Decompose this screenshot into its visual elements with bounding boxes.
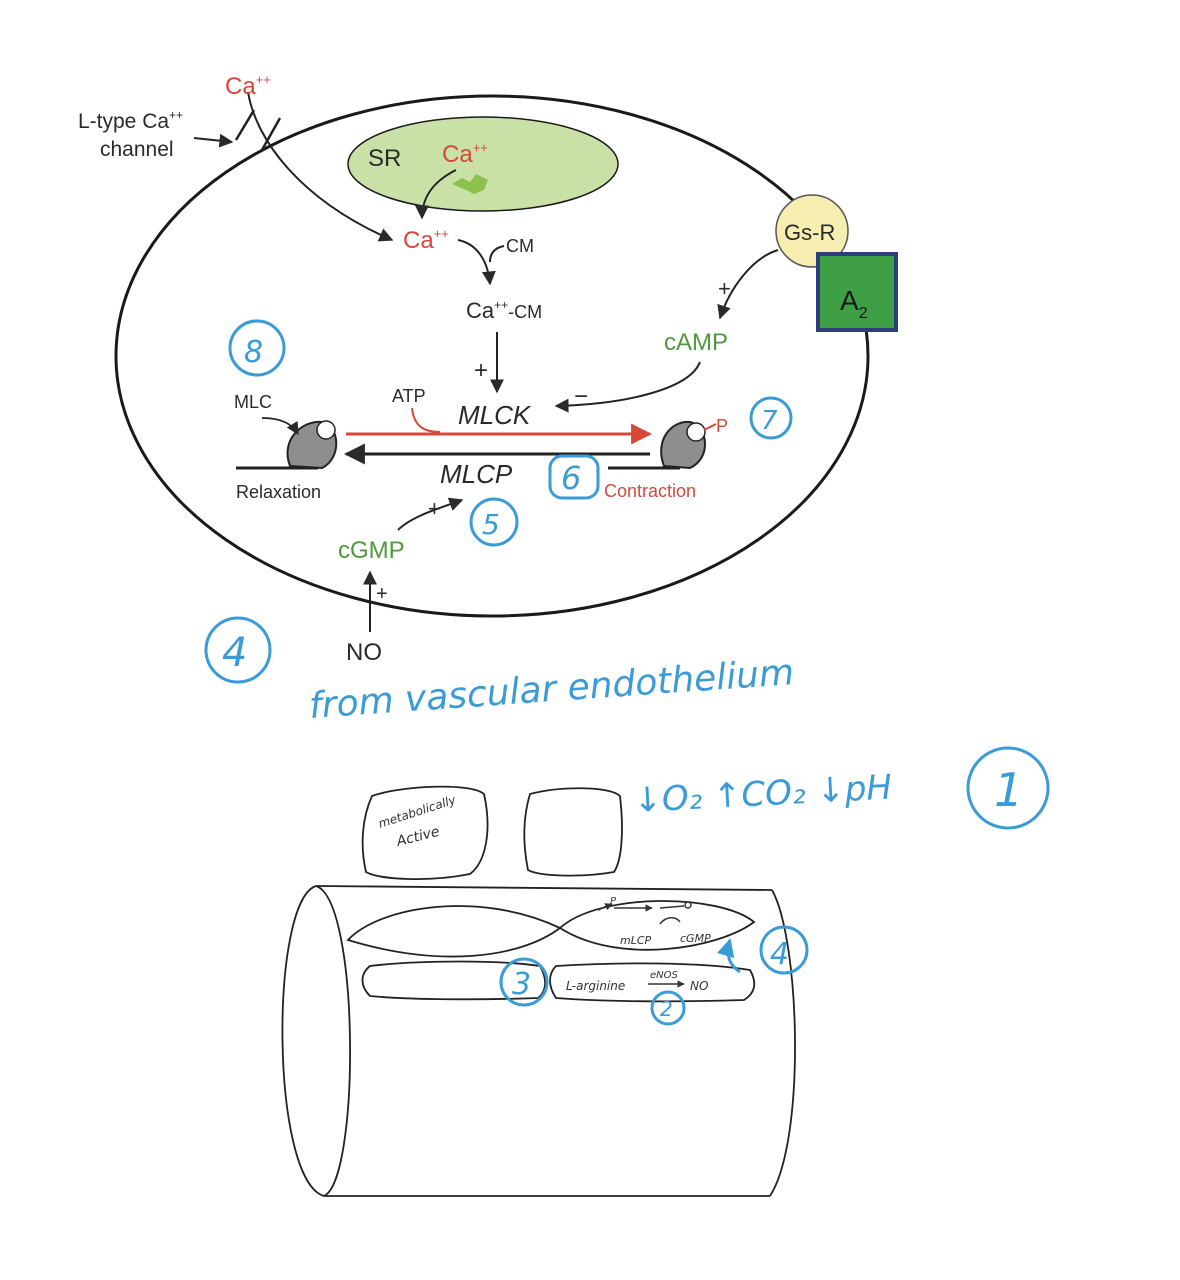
camp-plus: + bbox=[718, 276, 731, 301]
l-type-label: L-type Ca++ bbox=[78, 108, 183, 133]
endothelial-cell-right bbox=[549, 962, 756, 1003]
vessel-sketch bbox=[281, 785, 796, 1197]
annotation-1: 1 bbox=[994, 763, 1023, 817]
sketch-mlcp: mLCP bbox=[620, 934, 652, 947]
mlcp-label: MLCP bbox=[440, 459, 513, 489]
sketch-phosphate: P bbox=[610, 896, 617, 907]
ca-cm-label: Ca++-CM bbox=[466, 298, 542, 323]
cgmp-plus: + bbox=[376, 583, 388, 605]
a2-label: A2 bbox=[840, 285, 868, 322]
smooth-muscle-cell-left bbox=[346, 905, 562, 958]
annotation-8: 8 bbox=[244, 335, 263, 370]
cm-label: CM bbox=[506, 236, 534, 256]
sketch-circle-3 bbox=[499, 957, 549, 1007]
annotation-5: 5 bbox=[482, 508, 500, 541]
atp-label: ATP bbox=[392, 386, 426, 406]
smooth-muscle-cell-right bbox=[558, 900, 756, 951]
gs-receptor bbox=[775, 194, 849, 268]
gs-r-label: Gs-R bbox=[784, 220, 835, 245]
sketch-no: NO bbox=[690, 979, 708, 993]
mlck-plus: + bbox=[474, 357, 488, 384]
annotation-circle-8 bbox=[228, 319, 286, 377]
mlck-minus: − bbox=[574, 383, 588, 410]
annotation-circle-7 bbox=[749, 396, 793, 440]
phosphate-label: P bbox=[716, 416, 728, 436]
sketch-circle-4 bbox=[759, 925, 809, 975]
sketch-metabolically: metabolically bbox=[377, 792, 459, 830]
sarcoplasmic-reticulum bbox=[347, 116, 619, 212]
sr-ca-channel-icon bbox=[452, 174, 488, 194]
annotation-7: 7 bbox=[761, 406, 778, 436]
sketch-cgmp: cGMP bbox=[680, 932, 711, 945]
endothelial-cell-left bbox=[361, 960, 546, 1001]
metabolic-cell-box bbox=[361, 785, 489, 880]
sketch-annotation-4: 4 bbox=[770, 937, 789, 972]
sketch-annotation-3: 3 bbox=[512, 967, 531, 1002]
camp-label: cAMP bbox=[664, 329, 728, 356]
mlcp-plus: + bbox=[428, 496, 441, 521]
vessel-opening bbox=[281, 885, 351, 1197]
annotation-circle-5 bbox=[469, 497, 519, 547]
vessel-top-line bbox=[315, 885, 773, 891]
cell-membrane bbox=[114, 94, 870, 618]
sketch-active: Active bbox=[394, 824, 441, 850]
annotation-circle-4 bbox=[204, 616, 272, 684]
sketch-no-to-cgmp-arrow bbox=[716, 938, 741, 974]
channel-label: channel bbox=[100, 138, 174, 161]
ca-cytosol-label: Ca++ bbox=[403, 226, 449, 254]
mlc-phosphorylated-icon bbox=[608, 420, 717, 470]
l-type-channel bbox=[193, 91, 394, 242]
a2-receptor-box bbox=[816, 252, 898, 332]
sketch-annotation-2: 2 bbox=[660, 997, 673, 1021]
annotation-6: 6 bbox=[561, 459, 581, 497]
relaxation-label: Relaxation bbox=[236, 482, 321, 502]
annotation-gas-change: ↓O₂ ↑CO₂ ↓pH bbox=[632, 767, 893, 820]
annotation-4: 4 bbox=[222, 630, 247, 676]
annotation-circle-1 bbox=[966, 746, 1050, 830]
mlc-relaxed-icon bbox=[236, 420, 338, 470]
annotation-box-6 bbox=[548, 454, 600, 500]
no-label: NO bbox=[346, 639, 382, 666]
vessel-far-end bbox=[769, 889, 796, 1197]
sketch-l-arginine: L-arginine bbox=[566, 979, 625, 993]
sketch-circle-2 bbox=[650, 990, 686, 1026]
empty-cell-box bbox=[523, 787, 623, 877]
cgmp-label: cGMP bbox=[338, 537, 405, 564]
sr-ca-label: Ca++ bbox=[442, 140, 488, 168]
contraction-label: Contraction bbox=[604, 481, 696, 501]
sr-label: SR bbox=[368, 145, 401, 172]
mlck-label: MLCK bbox=[458, 400, 532, 430]
sketch-enos: eNOS bbox=[650, 970, 679, 981]
mlc-label: MLC bbox=[234, 392, 272, 412]
ca-outside-label: Ca++ bbox=[225, 72, 271, 100]
